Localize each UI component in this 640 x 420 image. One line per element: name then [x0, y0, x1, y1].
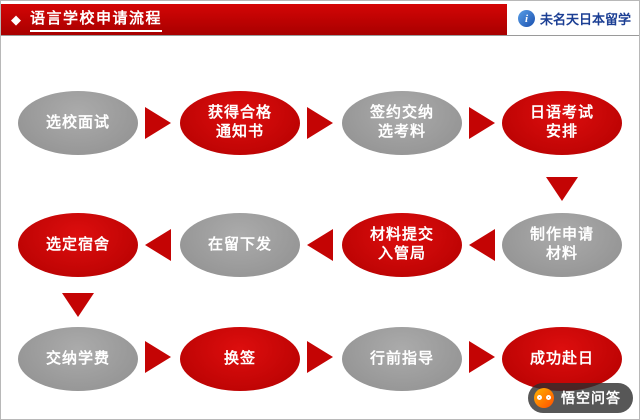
header-bar: ◆ 语言学校申请流程: [1, 4, 507, 35]
node-label: 选定宿舍: [45, 235, 110, 253]
wukong-logo-icon: [534, 388, 554, 408]
arrow-right-icon: [145, 107, 171, 139]
node-school-selection-interview: 选校面试: [18, 91, 138, 155]
page-title: 语言学校申请流程: [30, 7, 163, 32]
node-arrive-in-japan: 成功赴日: [502, 327, 622, 391]
node-label: 签约交纳 选考料: [369, 104, 434, 140]
arrow-right-icon: [469, 341, 495, 373]
node-label: 在留下发: [207, 235, 272, 253]
node-label: 换签: [223, 349, 256, 367]
node-label: 材料提交 入管局: [369, 226, 434, 262]
node-label: 行前指导: [369, 349, 434, 367]
brand-icon: i: [517, 10, 535, 27]
node-coe-issued: 在留下发: [180, 213, 300, 277]
node-submit-to-immigration: 材料提交 入管局: [342, 213, 462, 277]
brand-name: 未名天日本留学: [539, 12, 631, 27]
node-visa-change: 换签: [180, 327, 300, 391]
arrow-left-icon: [307, 229, 333, 261]
arrow-right-icon: [469, 107, 495, 139]
node-label: 获得合格 通知书: [207, 104, 272, 140]
brand-logo: i 未名天日本留学: [517, 9, 631, 28]
arrow-right-icon: [145, 341, 171, 373]
arrow-right-icon: [307, 341, 333, 373]
arrow-left-icon: [469, 229, 495, 261]
node-label: 制作申请 材料: [529, 226, 594, 262]
arrow-right-icon: [307, 107, 333, 139]
node-prepare-application-materials: 制作申请 材料: [502, 213, 622, 277]
watermark-label: 悟空问答: [561, 390, 621, 406]
node-label: 日语考试 安排: [529, 104, 594, 140]
node-pay-tuition: 交纳学费: [18, 327, 138, 391]
arrow-down-icon: [62, 293, 94, 317]
node-acceptance-letter: 获得合格 通知书: [180, 91, 300, 155]
node-predeparture-guidance: 行前指导: [342, 327, 462, 391]
node-japanese-exam-arrangement: 日语考试 安排: [502, 91, 622, 155]
arrow-left-icon: [145, 229, 171, 261]
node-choose-dormitory: 选定宿舍: [18, 213, 138, 277]
node-label: 成功赴日: [529, 349, 594, 367]
diamond-icon: ◆: [11, 12, 21, 27]
watermark-badge: 悟空问答: [528, 383, 633, 413]
node-sign-pay-exam-fee: 签约交纳 选考料: [342, 91, 462, 155]
arrow-down-icon: [546, 177, 578, 201]
header-divider: [1, 35, 639, 36]
node-label: 选校面试: [45, 113, 110, 131]
node-label: 交纳学费: [45, 349, 110, 367]
